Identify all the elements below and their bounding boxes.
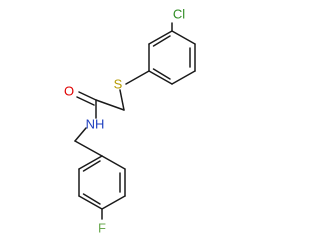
bond-ch2-co <box>95 99 125 111</box>
sulfur-atom-label: S <box>114 77 123 92</box>
bond-c-s <box>125 70 150 85</box>
bond-c-o <box>78 91 97 101</box>
oxygen-atom-label: O <box>64 84 74 99</box>
bond-s-ch2 <box>119 89 125 111</box>
bond <box>78 155 103 170</box>
chlorine-atom-label: Cl <box>173 7 185 22</box>
bond-c-o-second <box>76 96 95 106</box>
bond-n-ch2 <box>74 127 87 142</box>
bond <box>101 155 126 170</box>
fluorine-atom-label: F <box>98 221 106 236</box>
double-bond-inner <box>82 160 101 172</box>
bond <box>148 70 173 85</box>
double-bond-inner <box>82 193 101 205</box>
nitrogen-atom-label: NH <box>86 117 105 132</box>
bond <box>101 195 126 210</box>
double-bond-inner <box>152 68 171 80</box>
double-bond-inner <box>152 35 171 47</box>
bond <box>148 30 173 45</box>
bond-ch2-ring <box>74 140 103 157</box>
bond <box>78 195 103 210</box>
chlorophenyl-ring <box>148 30 196 85</box>
bond <box>171 70 196 85</box>
fluorophenyl-ring <box>78 155 126 210</box>
structure-diagram: Cl S O NH F <box>64 7 196 236</box>
bond <box>171 30 196 45</box>
